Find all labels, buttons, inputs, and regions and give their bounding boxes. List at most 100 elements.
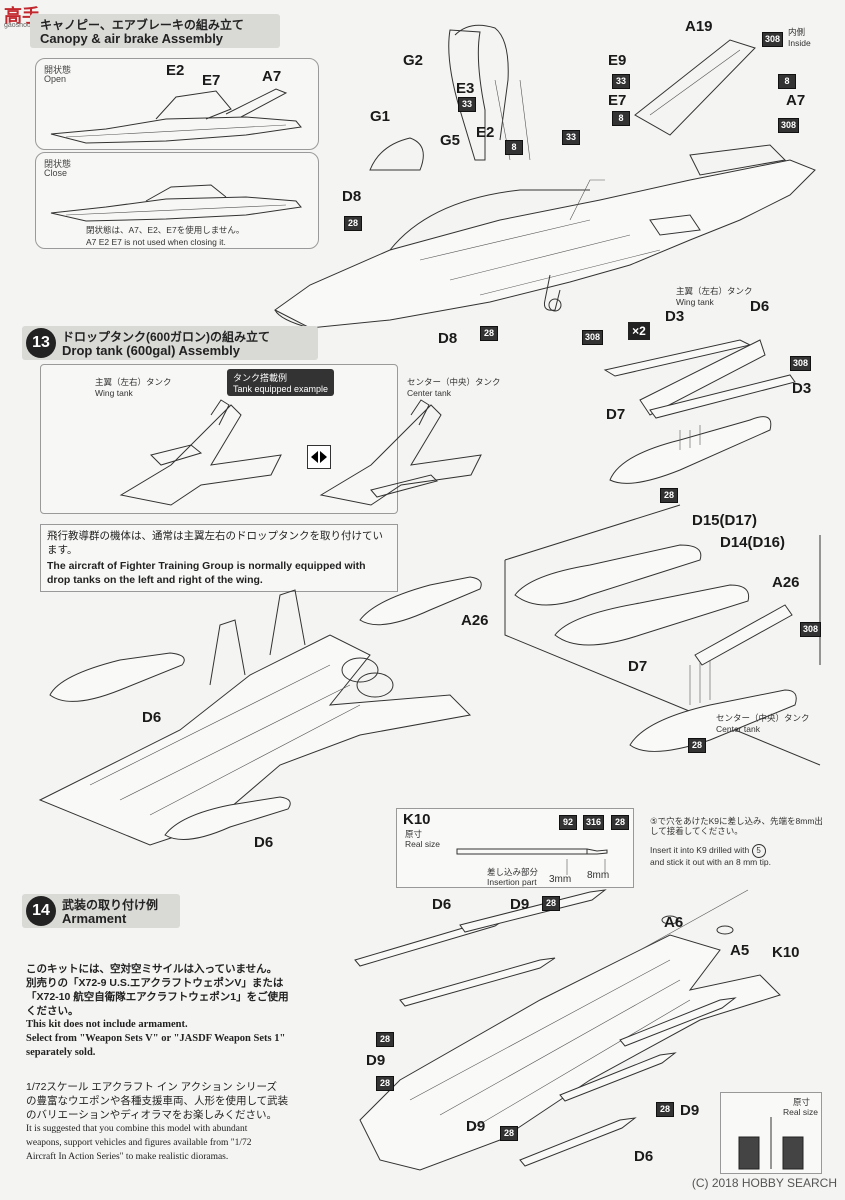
part-d14: D14(D16) — [720, 534, 786, 551]
aircraft-with-tanks-illustration — [38, 576, 482, 846]
part-g5: G5 — [440, 132, 461, 149]
tank-example-panel: タンク搭載例 Tank equipped example 主翼（左右）タンク W… — [40, 364, 501, 514]
inset-real-size-en: Real size — [783, 1107, 818, 1117]
inset-real-size-jp: 原寸 — [793, 1097, 811, 1107]
part-g1: G1 — [370, 108, 391, 125]
step13-title-jp: ドロップタンク(600ガロン)の組み立て — [62, 330, 271, 344]
quantity-x2: ×2 — [628, 322, 650, 340]
inset-drawing — [738, 1117, 804, 1170]
k10-real-size-jp: 原寸 — [405, 829, 423, 839]
note2-jp-line-1: 1/72スケール エアクラフト イン アクション シリーズ — [26, 1081, 278, 1093]
armament-illustration — [354, 889, 781, 1171]
paint-28-b: 28 — [480, 326, 498, 341]
center-tank-label-jp: センター（中央）タンク — [716, 713, 810, 723]
part-d8-bottom: D8 — [438, 330, 458, 347]
note1-en-line-3: separately sold. — [26, 1047, 96, 1058]
part-d7-bottom: D7 — [628, 658, 648, 675]
paint-308-b: 308 — [778, 118, 800, 133]
k10-part-drawing — [456, 848, 608, 875]
center-tank-assembly-illustration — [504, 504, 821, 766]
part-e7-open: E7 — [202, 72, 221, 89]
insertion-label-en: Insertion part — [487, 877, 537, 887]
step13-note-en: The aircraft of Fighter Training Group i… — [47, 560, 366, 586]
part-a6: A6 — [664, 914, 684, 931]
close-label-en: Close — [44, 168, 68, 178]
step14-title-jp: 武装の取り付け例 — [62, 898, 159, 912]
center-tank-jp: センター（中央）タンク — [407, 377, 501, 387]
center-tank-en: Center tank — [407, 388, 451, 398]
paint-28-a: 28 — [344, 216, 362, 231]
close-canopy-illustration — [50, 184, 302, 222]
note1-jp-line-4: ください。 — [26, 1005, 79, 1017]
center-tank-label-en: Center tank — [716, 724, 760, 734]
paint-92: 92 — [559, 815, 577, 830]
step13-note-jp: 飛行教導群の機体は、通常は主翼左右のドロップタンクを取り付けています。 — [47, 530, 383, 556]
part-d6-left: D6 — [142, 709, 162, 726]
insertion-label-jp: 差し込み部分 — [487, 867, 539, 877]
paint-28-i: 28 — [376, 1076, 394, 1091]
part-d9-bottom: D9 — [466, 1118, 486, 1135]
k10-label: K10 — [403, 811, 431, 828]
part-a7: A7 — [786, 92, 806, 109]
part-e2: E2 — [476, 124, 495, 141]
wing-tank-aircraft — [119, 399, 282, 506]
note1-jp-line-2: 別売りの「X72-9 U.S.エアクラフトウェポンV」または — [26, 977, 284, 989]
wing-tank-jp: 主翼（左右）タンク — [95, 377, 172, 387]
close-state-panel: 閉状態 Close 閉状態は、A7、E2、E7を使用しません。 A7 E2 E7… — [35, 152, 319, 249]
tank-example-jp: タンク搭載例 — [233, 373, 288, 383]
k10-real-size-en: Real size — [405, 839, 440, 849]
wing-tank-assembly-illustration — [603, 339, 796, 484]
swap-arrows-icon — [307, 445, 331, 469]
inside-label-jp: 内側 — [788, 27, 806, 37]
part-e7: E7 — [608, 92, 627, 109]
paint-28-h: 28 — [500, 1126, 518, 1141]
step12-title-en: Canopy & air brake Assembly — [40, 31, 224, 46]
step14-number: 14 — [26, 896, 56, 926]
dim-8mm: 8mm — [587, 870, 610, 881]
open-state-panel: 開状態 Open — [35, 58, 319, 150]
step13-header: 13 ドロップタンク(600ガロン)の組み立て Drop tank (600ga… — [22, 326, 318, 360]
paint-308-e: 308 — [800, 622, 822, 637]
note2-jp-line-2: の豊富なウエポンや各種支援車両、人形を使用して武装 — [26, 1095, 289, 1107]
brand-watermark: (C) 2018 HOBBY SEARCH — [691, 1176, 837, 1190]
step13-title-en: Drop tank (600gal) Assembly — [62, 343, 240, 358]
part-d6-bottom: D6 — [254, 834, 274, 851]
part-a5: A5 — [730, 942, 750, 959]
part-k10: K10 — [772, 944, 800, 961]
part-a19: A19 — [685, 18, 713, 35]
step14-title-en: Armament — [62, 911, 127, 926]
wing-tank-label-en: Wing tank — [676, 297, 714, 307]
real-size-inset: 原寸 Real size — [720, 1092, 822, 1174]
paint-28-k10: 28 — [611, 815, 629, 830]
paint-33-a: 33 — [458, 97, 476, 112]
open-label-jp: 開状態 — [44, 65, 72, 75]
inside-label-en: Inside — [788, 38, 811, 48]
note1-en-line-2: Select from "Weapon Sets V" or "JASDF We… — [26, 1033, 286, 1044]
tank-example-tag: タンク搭載例 Tank equipped example — [227, 369, 335, 396]
paint-308-a: 308 — [762, 32, 784, 47]
part-d9-right: D9 — [680, 1102, 700, 1119]
paint-33-c: 33 — [562, 130, 580, 145]
part-d6-armament: D6 — [432, 896, 452, 913]
k10-note-en-1: Insert it into K9 drilled with — [650, 845, 750, 855]
close-note-jp: 閉状態は、A7、E2、E7を使用しません。 — [86, 225, 245, 235]
part-e9: E9 — [608, 52, 627, 69]
part-e2-open: E2 — [166, 62, 185, 79]
tank-example-en: Tank equipped example — [233, 384, 329, 394]
paint-28-d: 28 — [688, 738, 706, 753]
paint-8-b: 8 — [612, 111, 630, 126]
open-canopy-illustration — [50, 88, 302, 144]
watermark-url: gaoshou.com — [4, 22, 47, 29]
paint-28-c: 28 — [660, 488, 678, 503]
part-a7-open: A7 — [262, 68, 282, 85]
paint-308-d: 308 — [790, 356, 812, 371]
paint-28-g: 28 — [656, 1102, 674, 1117]
paint-308-c: 308 — [582, 330, 604, 345]
paint-316: 316 — [583, 815, 605, 830]
note1-jp-line-3: 「X72-10 航空自衛隊エアクラフトウェポン1」をご使用 — [26, 991, 289, 1003]
open-label-en: Open — [44, 74, 67, 84]
step14-note2: 1/72スケール エアクラフト イン アクション シリーズ の豊富なウエポンや各… — [26, 1080, 336, 1164]
part-d6-armament-bottom: D6 — [634, 1148, 654, 1165]
step13-number: 13 — [26, 328, 56, 358]
paint-28-e: 28 — [542, 896, 560, 911]
